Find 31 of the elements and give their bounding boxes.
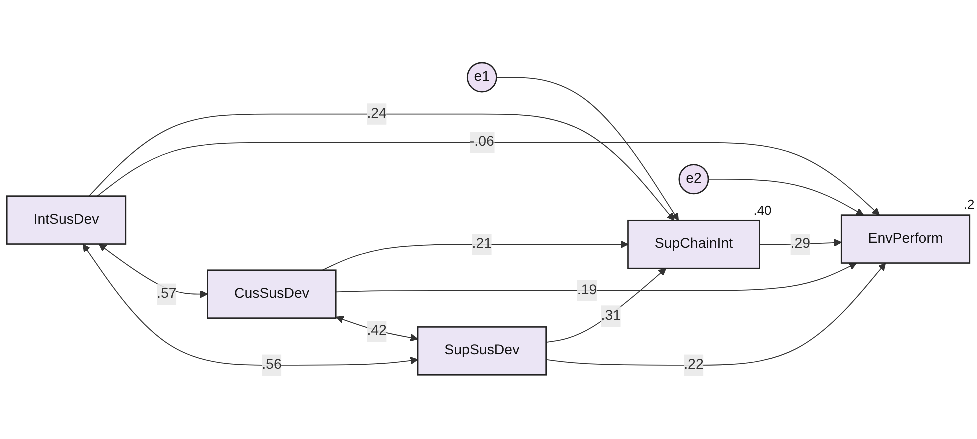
arrow xyxy=(336,316,418,342)
arrow xyxy=(97,142,880,216)
value-label: .40 xyxy=(754,202,772,218)
arrow xyxy=(98,244,208,298)
edge-label: .21 xyxy=(472,236,492,252)
node-box: IntSusDev xyxy=(6,196,127,245)
arrow xyxy=(708,179,864,216)
arrow xyxy=(322,240,629,271)
edge-label: .42 xyxy=(367,324,387,339)
arrow xyxy=(336,262,858,293)
edge-label: .31 xyxy=(601,308,622,324)
edge-label: .19 xyxy=(577,282,598,298)
arrow xyxy=(546,262,886,366)
edge-label: .56 xyxy=(262,357,282,372)
edge-label: -.06 xyxy=(470,134,494,150)
edge-label: .22 xyxy=(684,357,704,372)
node-box: SupSusDev xyxy=(417,326,547,376)
arrow xyxy=(88,114,675,221)
node-circle: e2 xyxy=(678,164,710,195)
edge-label: .24 xyxy=(367,106,387,122)
arrow xyxy=(546,268,667,343)
node-box: SupChainInt xyxy=(628,220,760,270)
node-box: EnvPerform xyxy=(840,214,971,264)
edge-label: .29 xyxy=(790,236,811,252)
edge-label: .57 xyxy=(156,286,177,302)
node-circle: e1 xyxy=(466,62,498,93)
node-box: CusSusDev xyxy=(207,270,337,319)
arrow xyxy=(82,244,418,366)
arrow xyxy=(759,239,842,247)
arrow xyxy=(496,77,680,221)
value-label: .2 xyxy=(964,197,975,212)
